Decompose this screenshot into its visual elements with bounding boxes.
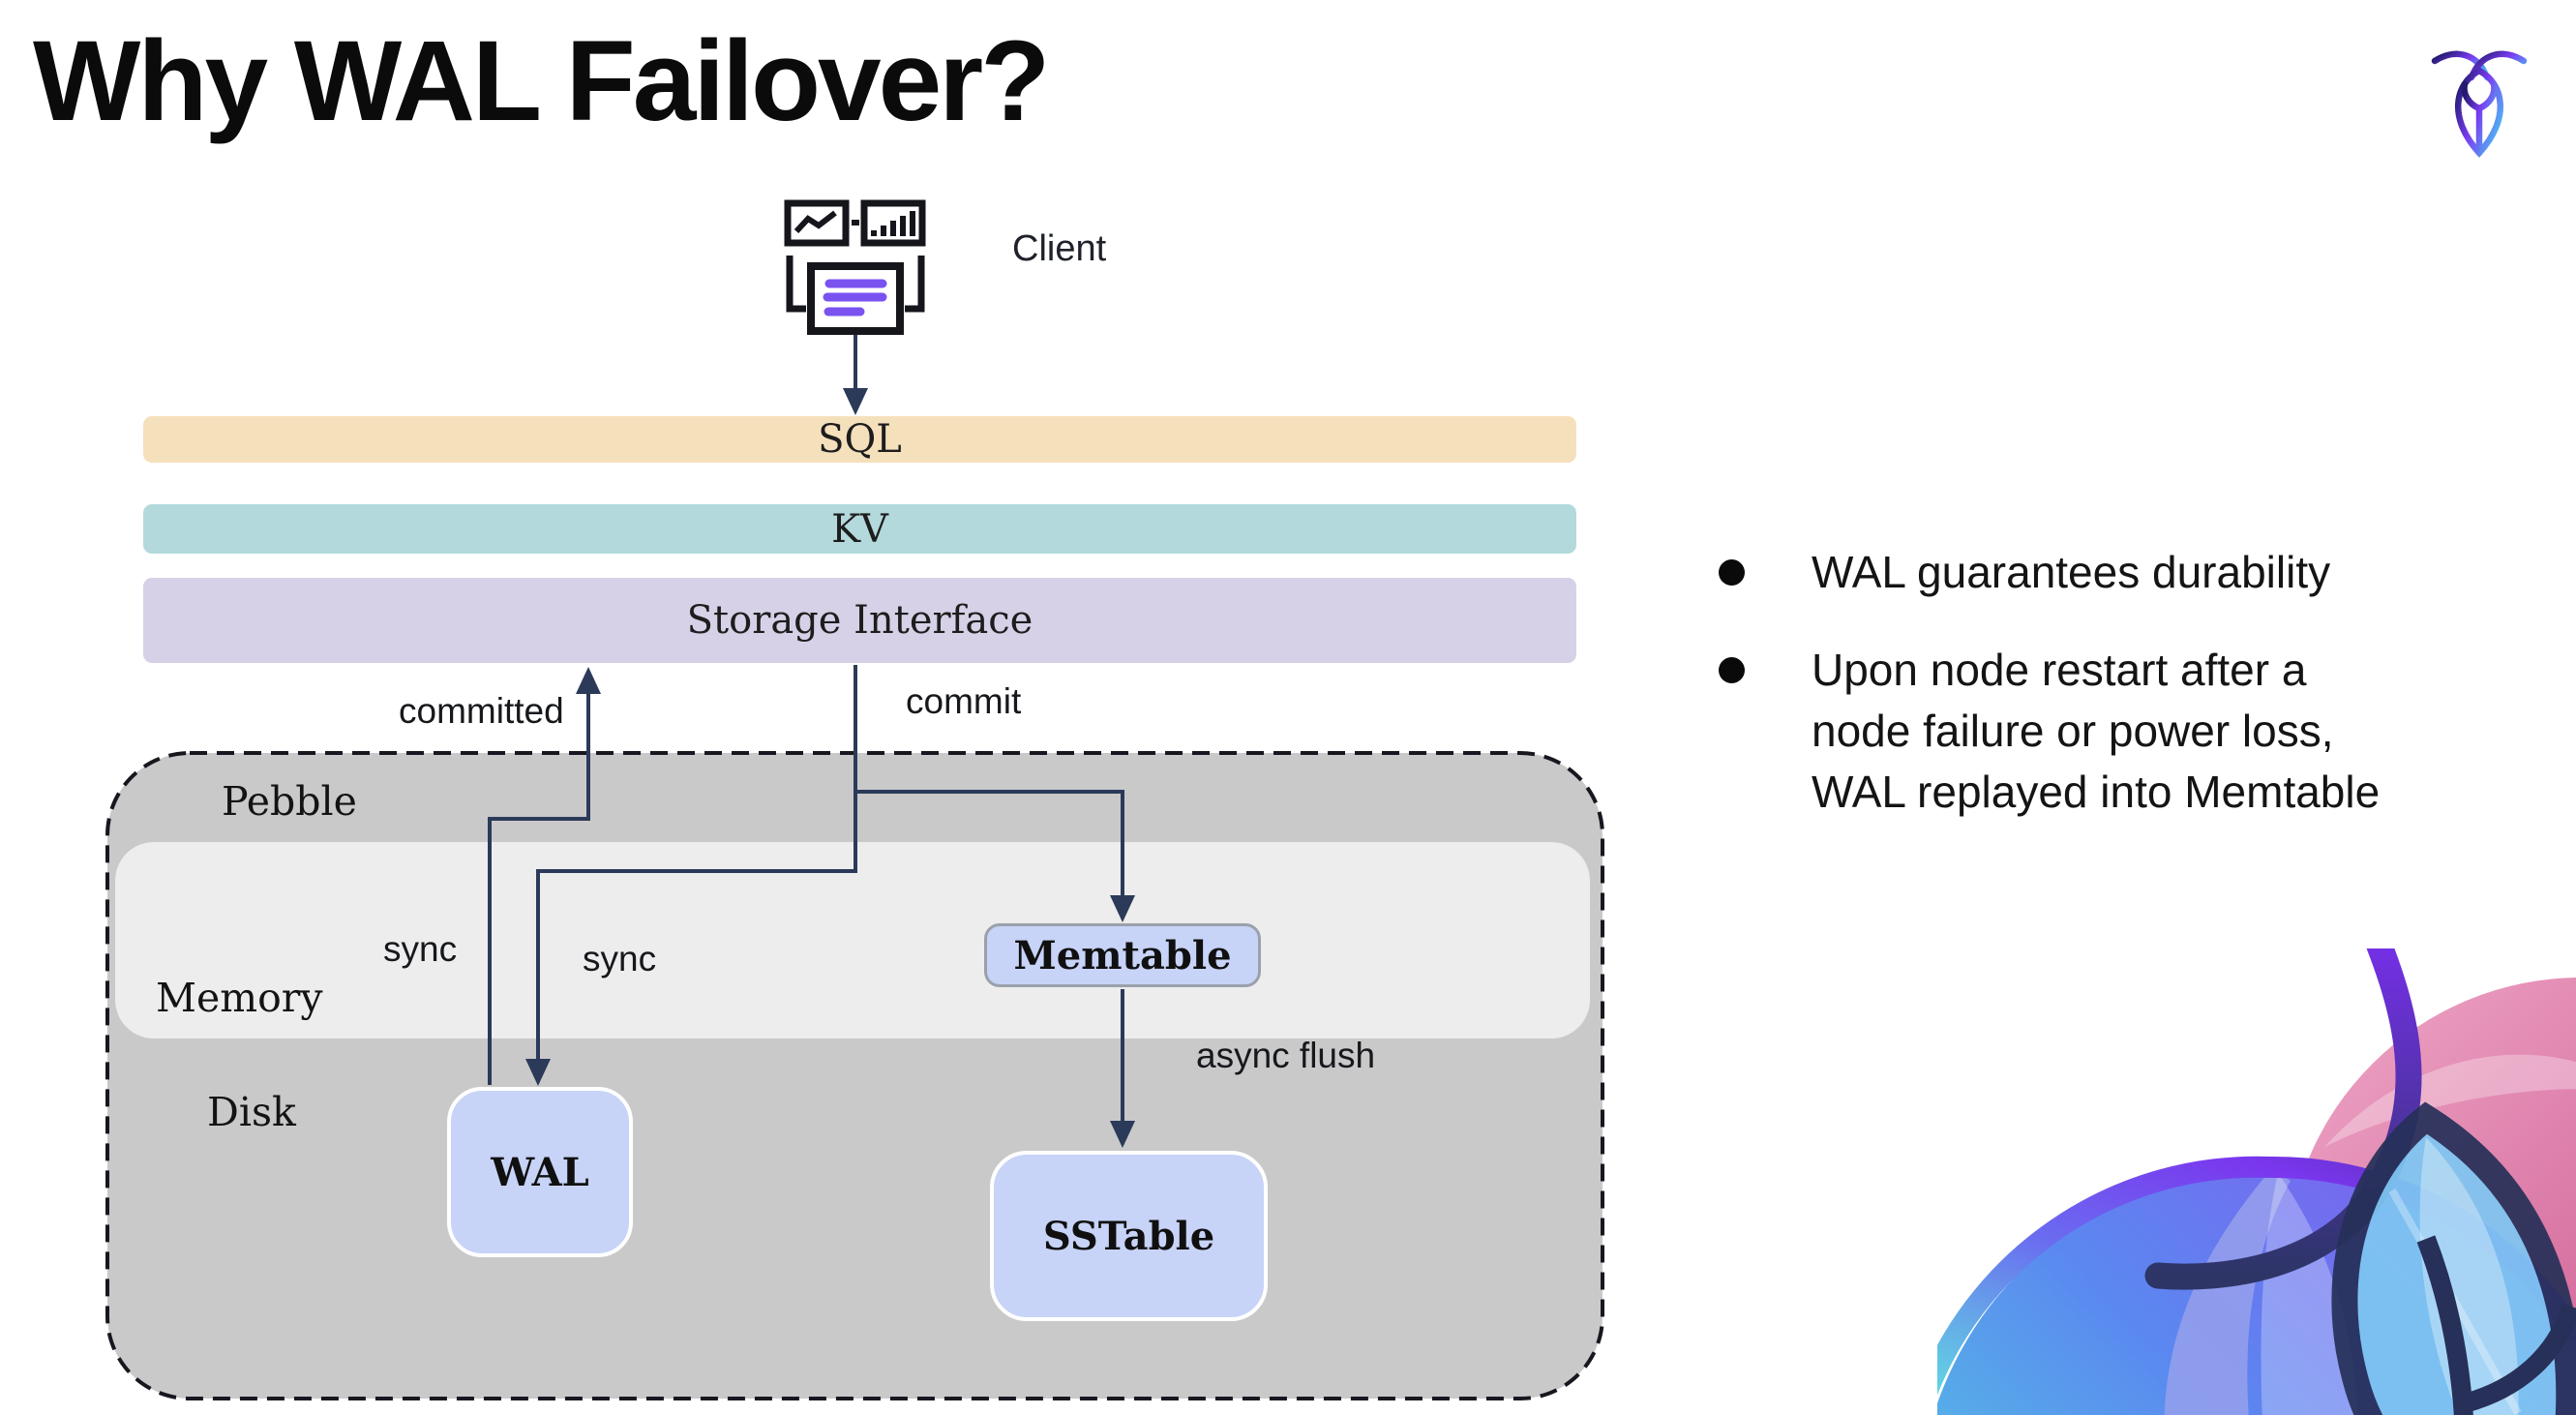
- art-leaf-branch: [2462, 1303, 2576, 1413]
- bullet-line: WAL replayed into Memtable: [1812, 767, 2381, 817]
- layer-kv-label: KV: [831, 506, 888, 552]
- arrowhead-storage: [576, 667, 601, 694]
- layer-storage-interface: Storage Interface: [143, 578, 1576, 663]
- layer-storage-interface-label: Storage Interface: [686, 598, 1033, 643]
- client-bracket-right: [905, 256, 925, 313]
- bullet-line: WAL guarantees durability: [1812, 547, 2331, 597]
- client-barchart-frame: [860, 199, 926, 247]
- memory-band: [115, 842, 1590, 1039]
- bullet-text: WAL guarantees durability: [1812, 542, 2330, 603]
- arrowhead-wal: [525, 1059, 551, 1086]
- client-barchart-icon: [871, 211, 915, 236]
- art-pink-highlight: [2324, 1054, 2576, 1147]
- bullet-line: node failure or power loss,: [1812, 706, 2334, 756]
- client-terminal-lines: [823, 279, 887, 316]
- edge-label-commit: commit: [906, 681, 1022, 721]
- client-label: Client: [1012, 228, 1107, 269]
- art-leaf: [2331, 1101, 2576, 1415]
- storage-sync-to-wal-arrow: [536, 665, 857, 1059]
- layer-sql-label: SQL: [818, 417, 902, 462]
- memory-label: Memory: [156, 975, 323, 1021]
- client-terminal-icon: [784, 199, 926, 335]
- art-blue-petal-light: [2261, 1173, 2358, 1415]
- wal-committed-arrow: [488, 694, 590, 1085]
- client-linechart-frame: [784, 199, 850, 247]
- bullet-item: Upon node restart after a node failure o…: [1705, 640, 2566, 823]
- memtable-label: Memtable: [1013, 932, 1232, 978]
- pebble-dashed-container: [105, 751, 1604, 1400]
- wal-node: WAL: [447, 1087, 633, 1257]
- client-linechart-icon: [794, 210, 837, 234]
- cockroachdb-logo-icon: [2431, 50, 2528, 158]
- arrowhead-memtable: [1110, 895, 1135, 922]
- bullet-dot-icon: [1719, 657, 1745, 683]
- memtable-node: Memtable: [984, 923, 1261, 987]
- storage-commit-to-memtable-arrow: [855, 790, 1124, 895]
- disk-label: Disk: [207, 1089, 296, 1135]
- wal-label: WAL: [491, 1149, 589, 1195]
- arrowhead-sql: [843, 388, 868, 415]
- arrowhead-sstable: [1110, 1121, 1135, 1148]
- bullet-text: Upon node restart after a node failure o…: [1812, 640, 2380, 823]
- bullet-list: WAL guarantees durability Upon node rest…: [1705, 542, 2566, 823]
- bullet-dot-icon: [1719, 559, 1745, 586]
- pebble-label: Pebble: [222, 778, 357, 825]
- art-blue-petal: [2164, 1169, 2291, 1415]
- bullet-item: WAL guarantees durability: [1705, 542, 2566, 603]
- edge-label-sync-lower: sync: [583, 939, 657, 978]
- sstable-node: SSTable: [990, 1151, 1268, 1321]
- edge-label-sync-upper: sync: [383, 929, 458, 969]
- art-leaf-highlight: [2419, 1137, 2519, 1415]
- layer-sql: SQL: [143, 416, 1576, 463]
- logo-stem: [2461, 80, 2498, 157]
- sstable-label: SSTable: [1042, 1213, 1215, 1259]
- brand-art-decoration: [1937, 948, 2576, 1415]
- bullet-line: Upon node restart after a: [1812, 645, 2307, 695]
- client-bracket-left: [786, 256, 806, 313]
- slide-title: Why WAL Failover?: [33, 17, 1050, 145]
- edge-label-async-flush: async flush: [1196, 1036, 1376, 1075]
- layer-kv: KV: [143, 504, 1576, 554]
- art-leaf-stem: [2416, 1235, 2473, 1415]
- edge-label-committed: committed: [399, 691, 564, 731]
